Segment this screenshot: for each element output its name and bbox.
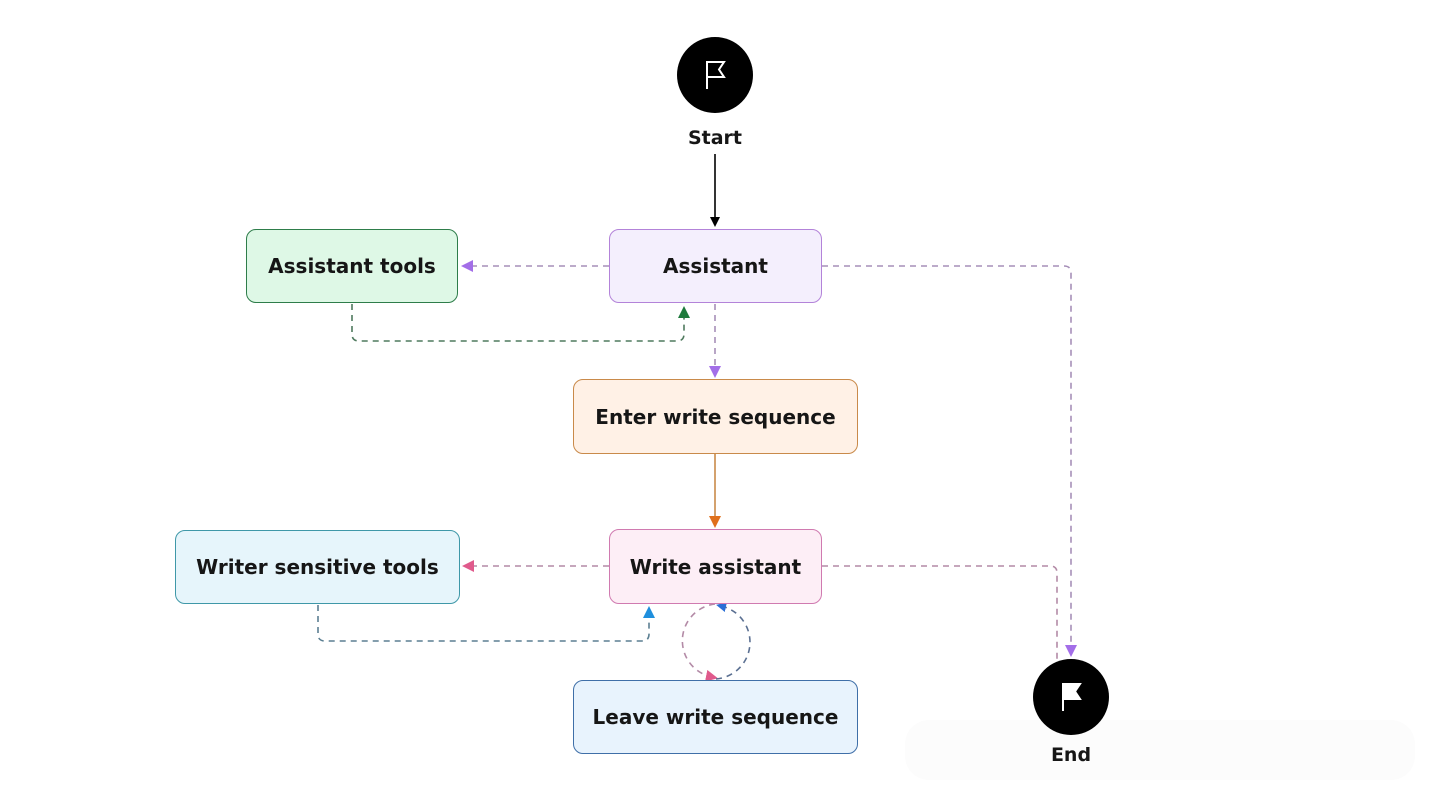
- end-node[interactable]: [1033, 659, 1109, 735]
- assistant-tools-label: Assistant tools: [268, 254, 436, 278]
- edge-leave-write-write-assistant: [715, 602, 751, 680]
- start-node[interactable]: [677, 37, 753, 113]
- write-assistant-label: Write assistant: [629, 554, 802, 579]
- flag-outline-icon: [706, 61, 726, 89]
- writer-sensitive-tools-label: Writer sensitive tools: [196, 555, 439, 579]
- end-label: End: [1050, 744, 1092, 766]
- edge-assistant-tools-assistant: [351, 304, 690, 342]
- start-label: Start: [687, 127, 743, 149]
- assistant-node[interactable]: Assistant: [609, 229, 822, 303]
- assistant-tools-node[interactable]: Assistant tools: [246, 229, 458, 303]
- edge-writer-tools-write-assistant: [317, 605, 655, 642]
- assistant-label: Assistant: [663, 254, 768, 278]
- leave-write-sequence-label: Leave write sequence: [592, 705, 839, 729]
- edge-write-assistant-end: [822, 565, 1058, 665]
- leave-write-sequence-node[interactable]: Leave write sequence: [573, 680, 858, 754]
- edge-assistant-end: [822, 265, 1077, 657]
- writer-sensitive-tools-node[interactable]: Writer sensitive tools: [175, 530, 460, 604]
- edge-write-assistant-leave-write: [681, 603, 718, 682]
- enter-write-sequence-node[interactable]: Enter write sequence: [573, 379, 858, 454]
- write-assistant-node[interactable]: Write assistant: [609, 529, 822, 604]
- enter-write-sequence-label: Enter write sequence: [595, 404, 836, 429]
- flag-filled-icon: [1062, 683, 1082, 711]
- background-band: [905, 720, 1415, 780]
